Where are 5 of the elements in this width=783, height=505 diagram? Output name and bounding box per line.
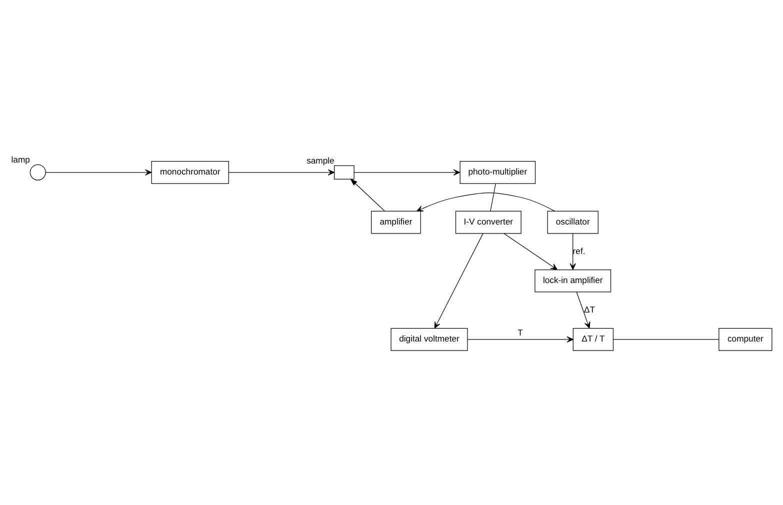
- edge-label: ref.: [572, 245, 586, 256]
- edge-label: T: [518, 326, 523, 337]
- node-label: lamp: [11, 154, 30, 164]
- edge-label: ΔT: [584, 304, 596, 314]
- node-label: sample: [306, 154, 334, 165]
